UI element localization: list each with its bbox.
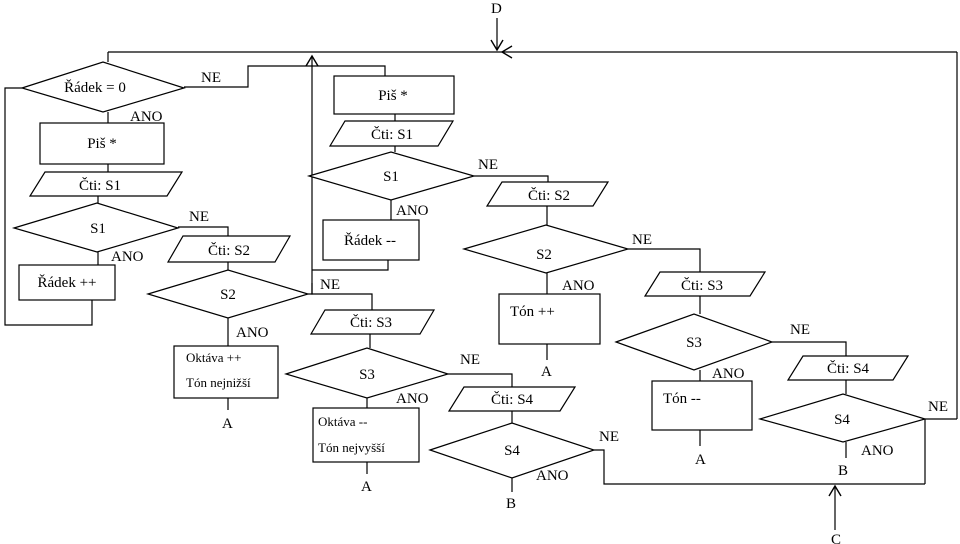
process-ton-mm-label: Tón -- xyxy=(663,391,701,407)
label-no-s3-2: NE xyxy=(790,322,810,338)
decision-s2-1-label: S2 xyxy=(220,287,236,303)
io-cti-s4-1-label: Čti: S4 xyxy=(491,391,534,408)
label-yes-s2-2: ANO xyxy=(562,278,595,294)
process-ton-nejnizsi-label: Tón nejnižší xyxy=(186,375,251,390)
process-ton-nejvyssi-label: Tón nejvyšší xyxy=(318,440,385,455)
label-yes-s3-2: ANO xyxy=(712,366,745,382)
io-cti-s2-2 xyxy=(485,181,610,207)
connector-letters: D A A A A B B C xyxy=(222,1,848,544)
io-cti-s4-2-label: Čti: S4 xyxy=(827,360,870,377)
decision-s3-2-label: S3 xyxy=(686,335,702,351)
io-cti-s2-1-label: Čti: S2 xyxy=(208,242,250,259)
decision-s2-2 xyxy=(461,224,631,274)
label-no-s4-2: NE xyxy=(928,399,948,415)
decision-s2-1 xyxy=(145,269,311,319)
io-cti-s1-2 xyxy=(328,120,455,147)
decision-s1-1-label: S1 xyxy=(90,221,106,237)
connector-a-2: A xyxy=(361,479,372,495)
process-radek-mm-label: Řádek -- xyxy=(344,232,396,249)
decision-s4-2 xyxy=(757,393,928,443)
connector-a-3: A xyxy=(541,364,552,380)
arrowhead-loop-left xyxy=(500,45,513,59)
io-cti-s2-1 xyxy=(166,235,292,263)
decision-radek-eq-0-label: Řádek = 0 xyxy=(64,79,126,96)
branch-labels: NE ANO NE ANO NE ANO NE ANO NE ANO NE AN… xyxy=(111,70,948,484)
decision-s2-2-label: S2 xyxy=(536,247,552,263)
label-yes-s4-1: ANO xyxy=(536,468,569,484)
decision-s1-2-label: S1 xyxy=(383,169,399,185)
decision-s1-2 xyxy=(306,151,477,201)
label-yes-s3-1: ANO xyxy=(396,391,429,407)
decision-s1-1 xyxy=(11,202,181,253)
process-radek-pp-label: Řádek ++ xyxy=(38,274,97,291)
label-no-s3-1: NE xyxy=(460,352,480,368)
connector-b-1: B xyxy=(506,496,516,512)
io-cti-s1-2-label: Čti: S1 xyxy=(371,126,413,143)
io-cti-s1-1-label: Čti: S1 xyxy=(79,177,121,194)
process-oktava-pp xyxy=(173,345,279,399)
label-yes-radek-eq-0: ANO xyxy=(130,109,163,125)
label-no-s1-2: NE xyxy=(478,157,498,173)
connector-b-2: B xyxy=(838,463,848,479)
label-no-s2-1: NE xyxy=(320,277,340,293)
io-cti-s3-2 xyxy=(643,271,767,297)
label-yes-s4-2: ANO xyxy=(861,443,894,459)
connector-a-1: A xyxy=(222,416,233,432)
io-cti-s3-2-label: Čti: S3 xyxy=(681,277,723,294)
decision-s3-1 xyxy=(283,347,451,399)
arrowhead-return-up xyxy=(305,54,319,67)
connector-d: D xyxy=(491,1,502,17)
label-no-s1-1: NE xyxy=(189,209,209,225)
label-no-s4-1: NE xyxy=(599,429,619,445)
decision-s4-1 xyxy=(428,422,596,479)
arrowheads xyxy=(305,39,842,497)
arrowhead-d xyxy=(490,39,504,52)
process-oktava-mm-label: Oktáva -- xyxy=(318,414,367,429)
io-cti-s2-2-label: Čti: S2 xyxy=(528,187,570,204)
io-cti-s1-1 xyxy=(28,171,184,197)
process-oktava-pp-label: Oktáva ++ xyxy=(186,350,241,365)
decision-s4-1-label: S4 xyxy=(504,443,520,459)
decision-radek-eq-0 xyxy=(19,61,187,113)
process-radek-pp xyxy=(18,264,116,301)
io-cti-s4-1 xyxy=(447,386,577,412)
io-cti-s4-2 xyxy=(786,355,910,381)
label-no-radek-eq-0: NE xyxy=(201,70,221,86)
connector-a-4: A xyxy=(695,452,706,468)
decision-s3-2 xyxy=(614,313,774,371)
label-yes-s2-1: ANO xyxy=(236,325,269,341)
io-cti-s3-1 xyxy=(309,309,436,335)
process-pis-star-2 xyxy=(333,75,455,115)
decision-s4-2-label: S4 xyxy=(834,412,850,428)
decision-s3-1-label: S3 xyxy=(359,367,375,383)
arrowhead-c xyxy=(828,484,842,497)
process-pis-star-1-label: Piš * xyxy=(87,136,117,152)
process-oktava-mm xyxy=(312,407,420,463)
process-radek-mm xyxy=(322,219,420,261)
label-yes-s1-1: ANO xyxy=(111,249,144,265)
process-pis-star-2-label: Piš * xyxy=(378,88,408,104)
label-yes-s1-2: ANO xyxy=(396,203,429,219)
process-ton-mm xyxy=(651,380,753,431)
process-pis-star-1 xyxy=(39,122,165,165)
connector-lines xyxy=(4,18,958,530)
connector-c: C xyxy=(831,532,841,544)
label-no-s2-2: NE xyxy=(632,232,652,248)
process-ton-pp xyxy=(498,293,601,345)
io-cti-s3-1-label: Čti: S3 xyxy=(350,314,392,331)
process-ton-pp-label: Tón ++ xyxy=(510,304,555,320)
